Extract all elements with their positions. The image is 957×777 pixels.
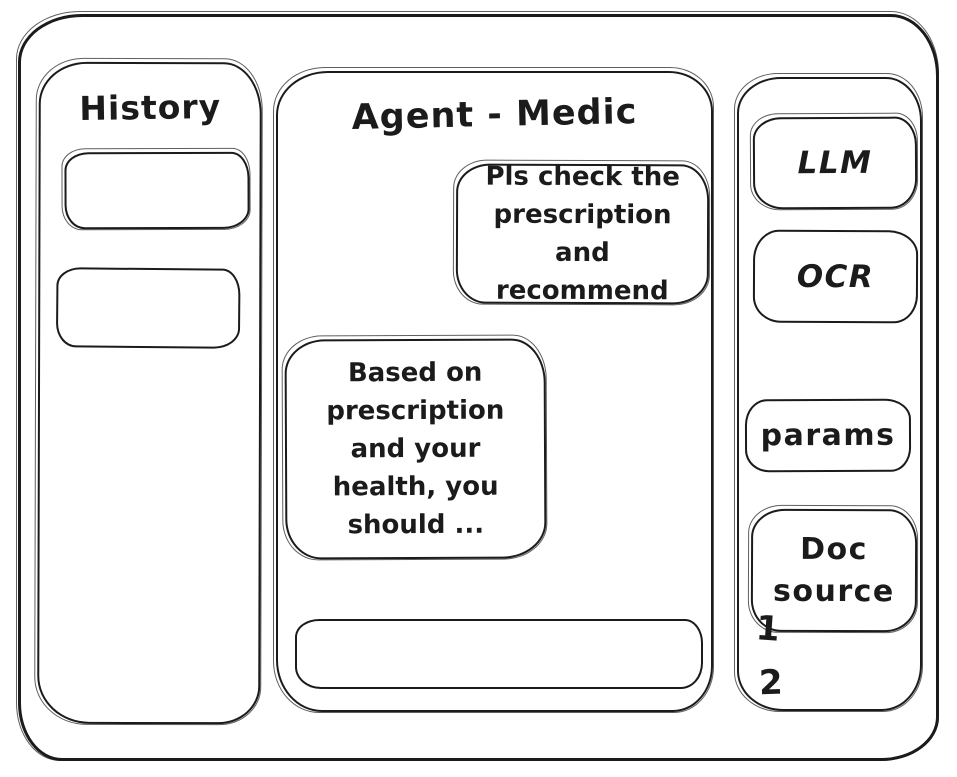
tool-ocr-button[interactable]: OCR [752,229,919,324]
tools-panel: LLM OCR params Doc source 1 2 [734,73,923,712]
user-message-bubble: Pls check the prescription and recommend [455,162,710,306]
annotation-number-2: 2 [758,662,784,704]
history-title: History [79,86,222,129]
history-item[interactable] [64,151,250,230]
history-panel: History [37,61,262,725]
chat-title: Agent - Medic [351,92,638,138]
agent-message-bubble: Based on prescription and your health, y… [284,338,547,560]
chat-panel: Agent - Medic Pls check the prescription… [273,67,714,713]
tool-params-button[interactable]: params [744,398,912,473]
chat-input[interactable] [295,619,703,689]
history-item[interactable] [55,267,241,349]
tool-llm-button[interactable]: LLM [752,116,918,210]
annotation-number-1: 1 [754,608,782,650]
